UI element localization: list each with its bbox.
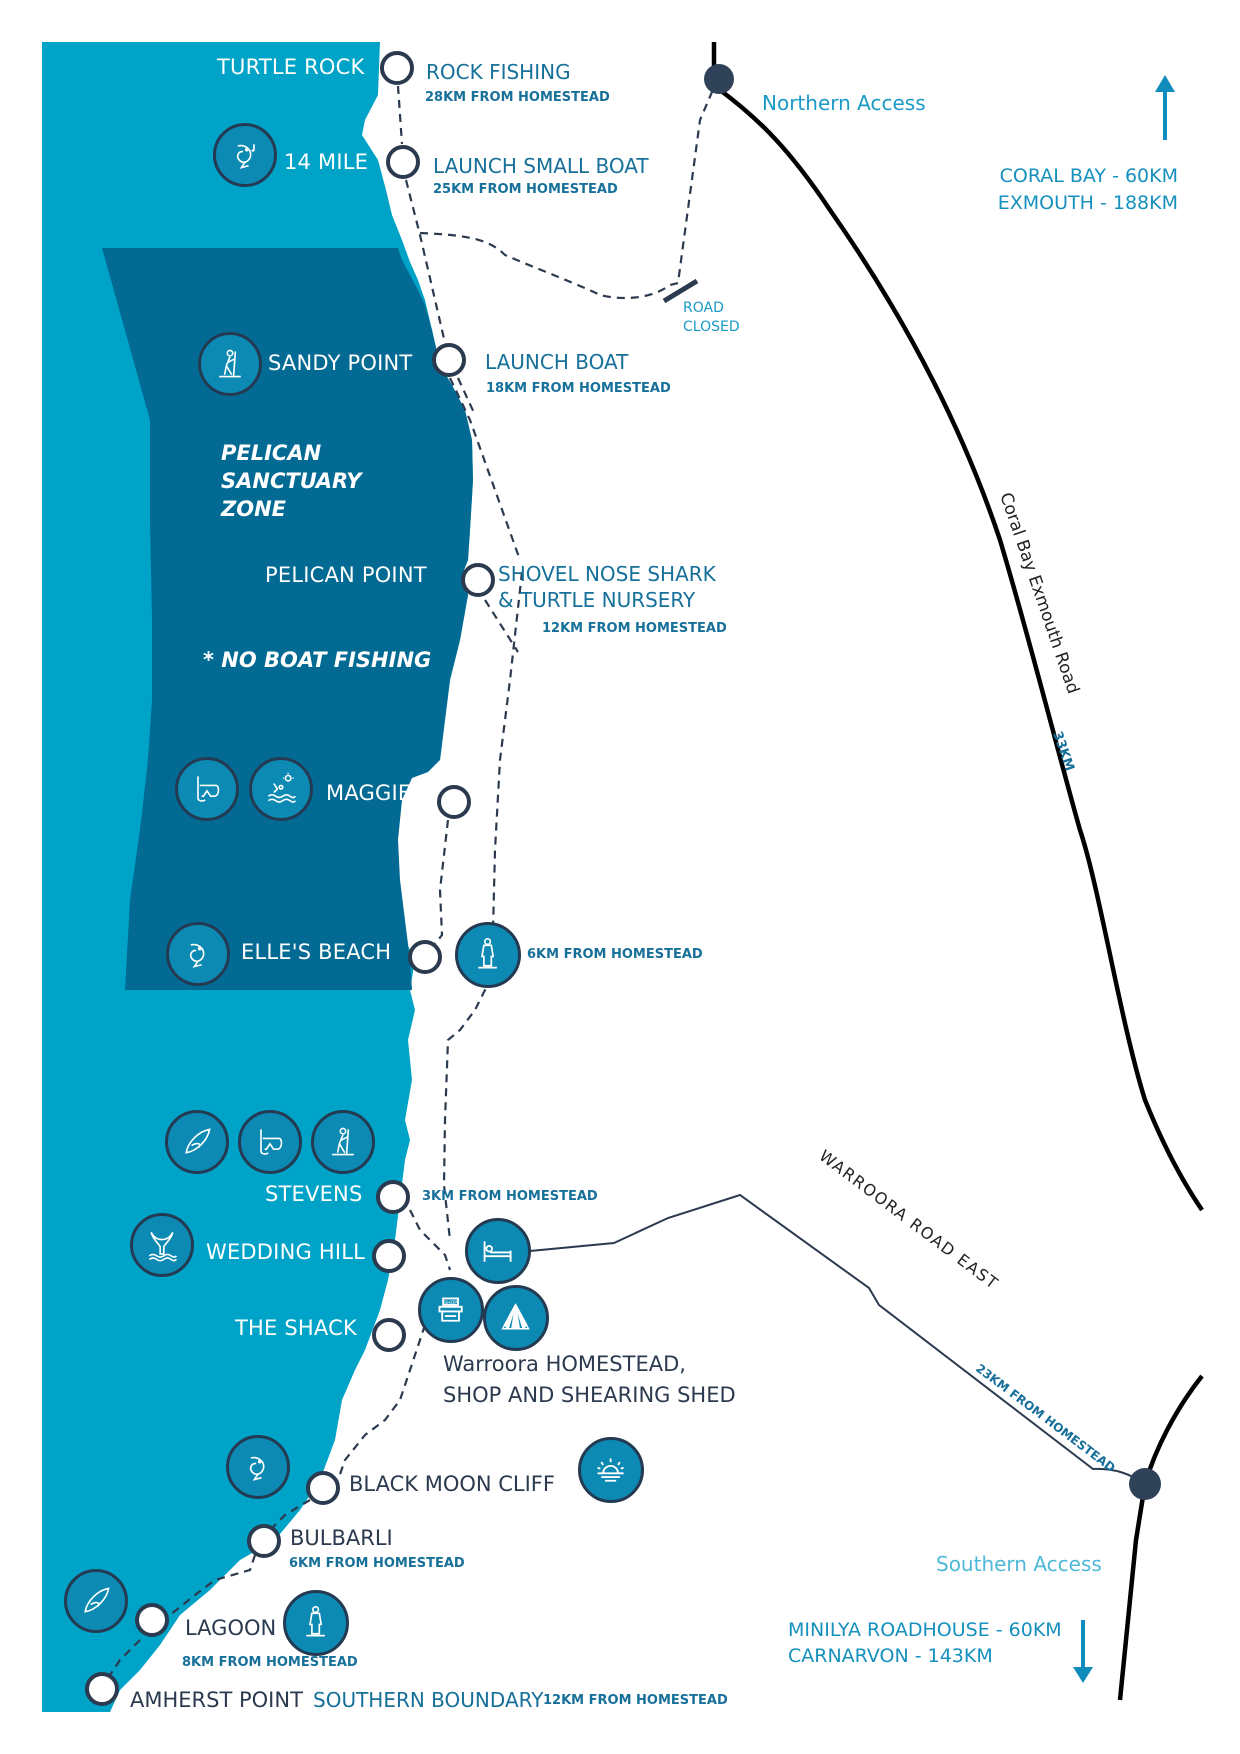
snorkel-icon[interactable]: [238, 1110, 302, 1174]
label-launch-small-boat: LAUNCH SMALL BOAT: [433, 154, 649, 178]
trail-coast-1: [404, 179, 447, 344]
zone-title-line-2: SANCTUARY: [221, 469, 362, 493]
label-wedding-hill: WEDDING HILL: [206, 1240, 366, 1264]
label-stevens: STEVENS: [265, 1182, 363, 1206]
label-southern-boundary: SOUTHERN BOUNDARY: [313, 1688, 544, 1712]
label-sandy-point-distance: 18KM FROM HOMESTEAD: [486, 381, 671, 396]
trail-north: [396, 85, 404, 145]
node-black-moon-cliff[interactable]: [306, 1471, 340, 1505]
label-rock-fishing: ROCK FISHING: [426, 60, 571, 84]
label-shovel-nose-2: & TURTLE NURSERY: [498, 588, 696, 612]
fishing-icon[interactable]: [213, 123, 277, 187]
north-arrow-icon: [1155, 75, 1175, 140]
trail-launch-shovel-2: [457, 377, 476, 416]
label-southern-access: Southern Access: [936, 1552, 1102, 1576]
east-road-distance: 23KM FROM HOMESTEAD: [973, 1361, 1118, 1475]
trail-shack-south: [336, 1324, 427, 1481]
label-northern-access: Northern Access: [762, 91, 926, 115]
fishing-icon[interactable]: [166, 922, 230, 986]
label-pelican-point: PELICAN POINT: [265, 563, 427, 587]
trail-shovel-south: [484, 599, 519, 653]
direction-south-2: CARNARVON - 143KM: [788, 1645, 993, 1667]
node-amherst-point[interactable]: [85, 1672, 119, 1706]
label-amherst-point: AMHERST POINT: [130, 1688, 303, 1712]
coral-bay-exmouth-road-south: [1117, 1374, 1204, 1701]
label-bulbarli-distance: 6KM FROM HOMESTEAD: [289, 1556, 465, 1571]
surfboard-icon[interactable]: [165, 1110, 229, 1174]
node-wedding-hill[interactable]: [372, 1239, 406, 1273]
trail-inland: [442, 571, 524, 1241]
zone-title-line-3: ZONE: [221, 497, 286, 521]
node-pelican-point[interactable]: [461, 563, 495, 597]
direction-north-1: CORAL BAY - 60KM: [999, 165, 1178, 187]
label-turtle-rock: TURTLE ROCK: [217, 55, 365, 79]
trail-bulbarli: [269, 1499, 311, 1531]
snorkel-icon[interactable]: [175, 757, 239, 821]
label-the-shack: THE SHACK: [235, 1316, 357, 1340]
whale-tail-icon[interactable]: [130, 1213, 194, 1277]
zone-title-line-1: PELICAN: [221, 441, 322, 465]
road-closed-marker: [662, 278, 699, 304]
toilet-icon[interactable]: [455, 922, 521, 988]
fishing-icon[interactable]: [226, 1435, 290, 1499]
label-road-closed-1: ROAD: [683, 300, 724, 316]
label-lagoon-distance: 8KM FROM HOMESTEAD: [182, 1655, 358, 1670]
label-lagoon: LAGOON: [185, 1616, 277, 1640]
zone-note: * NO BOAT FISHING: [203, 648, 432, 672]
homestead-line-1: Warroora HOMESTEAD,: [443, 1352, 686, 1376]
bed-icon[interactable]: [465, 1218, 531, 1284]
trail-bulbarli-lagoon: [169, 1554, 257, 1616]
paddleboard-icon[interactable]: [198, 332, 262, 396]
label-pelican-point-distance: 12KM FROM HOMESTEAD: [542, 621, 727, 636]
label-elles-beach: ELLE'S BEACH: [241, 940, 392, 964]
label-sandy-point: SANDY POINT: [268, 351, 413, 375]
label-14-mile: 14 MILE: [284, 150, 369, 174]
direction-north-2: EXMOUTH - 188KM: [997, 192, 1178, 214]
node-sandy-point[interactable]: [432, 343, 466, 377]
tent-icon[interactable]: [483, 1285, 549, 1351]
direction-south-1: MINILYA ROADHOUSE - 60KM: [788, 1619, 1062, 1641]
label-14-mile-distance: 25KM FROM HOMESTEAD: [433, 182, 618, 197]
label-bulbarli: BULBARLI: [290, 1526, 393, 1550]
northern-access-node[interactable]: [704, 64, 734, 94]
trail-coast-2: [429, 819, 450, 951]
paddleboard-icon[interactable]: [311, 1110, 375, 1174]
label-maggies: MAGGIES: [326, 781, 425, 805]
homestead-line-2: SHOP AND SHEARING SHED: [443, 1383, 736, 1407]
svg-text:SHOP: SHOP: [445, 1300, 458, 1306]
southern-access-node[interactable]: [1129, 1468, 1161, 1500]
label-elles-beach-distance: 6KM FROM HOMESTEAD: [527, 947, 703, 962]
label-black-moon-cliff: BLACK MOON CLIFF: [349, 1472, 555, 1496]
label-road-closed-2: CLOSED: [683, 319, 740, 335]
shop-icon[interactable]: SHOP: [418, 1277, 484, 1343]
sunset-icon[interactable]: [578, 1437, 644, 1503]
trail-closed-road: [419, 84, 717, 300]
node-lagoon[interactable]: [135, 1603, 169, 1637]
trail-stevens-homestead: [409, 1209, 452, 1271]
trail-lagoon-amherst: [107, 1639, 141, 1679]
node-maggies[interactable]: [437, 785, 471, 819]
node-elles-beach[interactable]: [408, 940, 442, 974]
node-stevens[interactable]: [376, 1180, 410, 1214]
label-amherst-distance: 12KM FROM HOMESTEAD: [543, 1693, 728, 1708]
highway-distance: 33KM: [1049, 729, 1077, 773]
surfboard-icon[interactable]: [64, 1569, 128, 1633]
swimming-icon[interactable]: [249, 757, 313, 821]
trails: [107, 84, 717, 1679]
coral-bay-exmouth-road: [711, 42, 1204, 1212]
toilet-icon[interactable]: [283, 1590, 349, 1656]
node-the-shack[interactable]: [372, 1318, 406, 1352]
label-shovel-nose-1: SHOVEL NOSE SHARK: [498, 562, 716, 586]
east-road-label: WARROORA ROAD EAST: [816, 1146, 1003, 1293]
node-14-mile[interactable]: [386, 145, 420, 179]
label-stevens-distance: 3KM FROM HOMESTEAD: [422, 1189, 598, 1204]
highway-label: Coral Bay Exmouth Road: [995, 490, 1083, 696]
label-launch-boat: LAUNCH BOAT: [485, 350, 629, 374]
south-arrow-icon: [1073, 1620, 1093, 1683]
trail-launch-shovel: [449, 377, 522, 561]
label-turtle-rock-distance: 28KM FROM HOMESTEAD: [425, 90, 610, 105]
node-bulbarli[interactable]: [247, 1524, 281, 1558]
node-turtle-rock[interactable]: [380, 51, 414, 85]
